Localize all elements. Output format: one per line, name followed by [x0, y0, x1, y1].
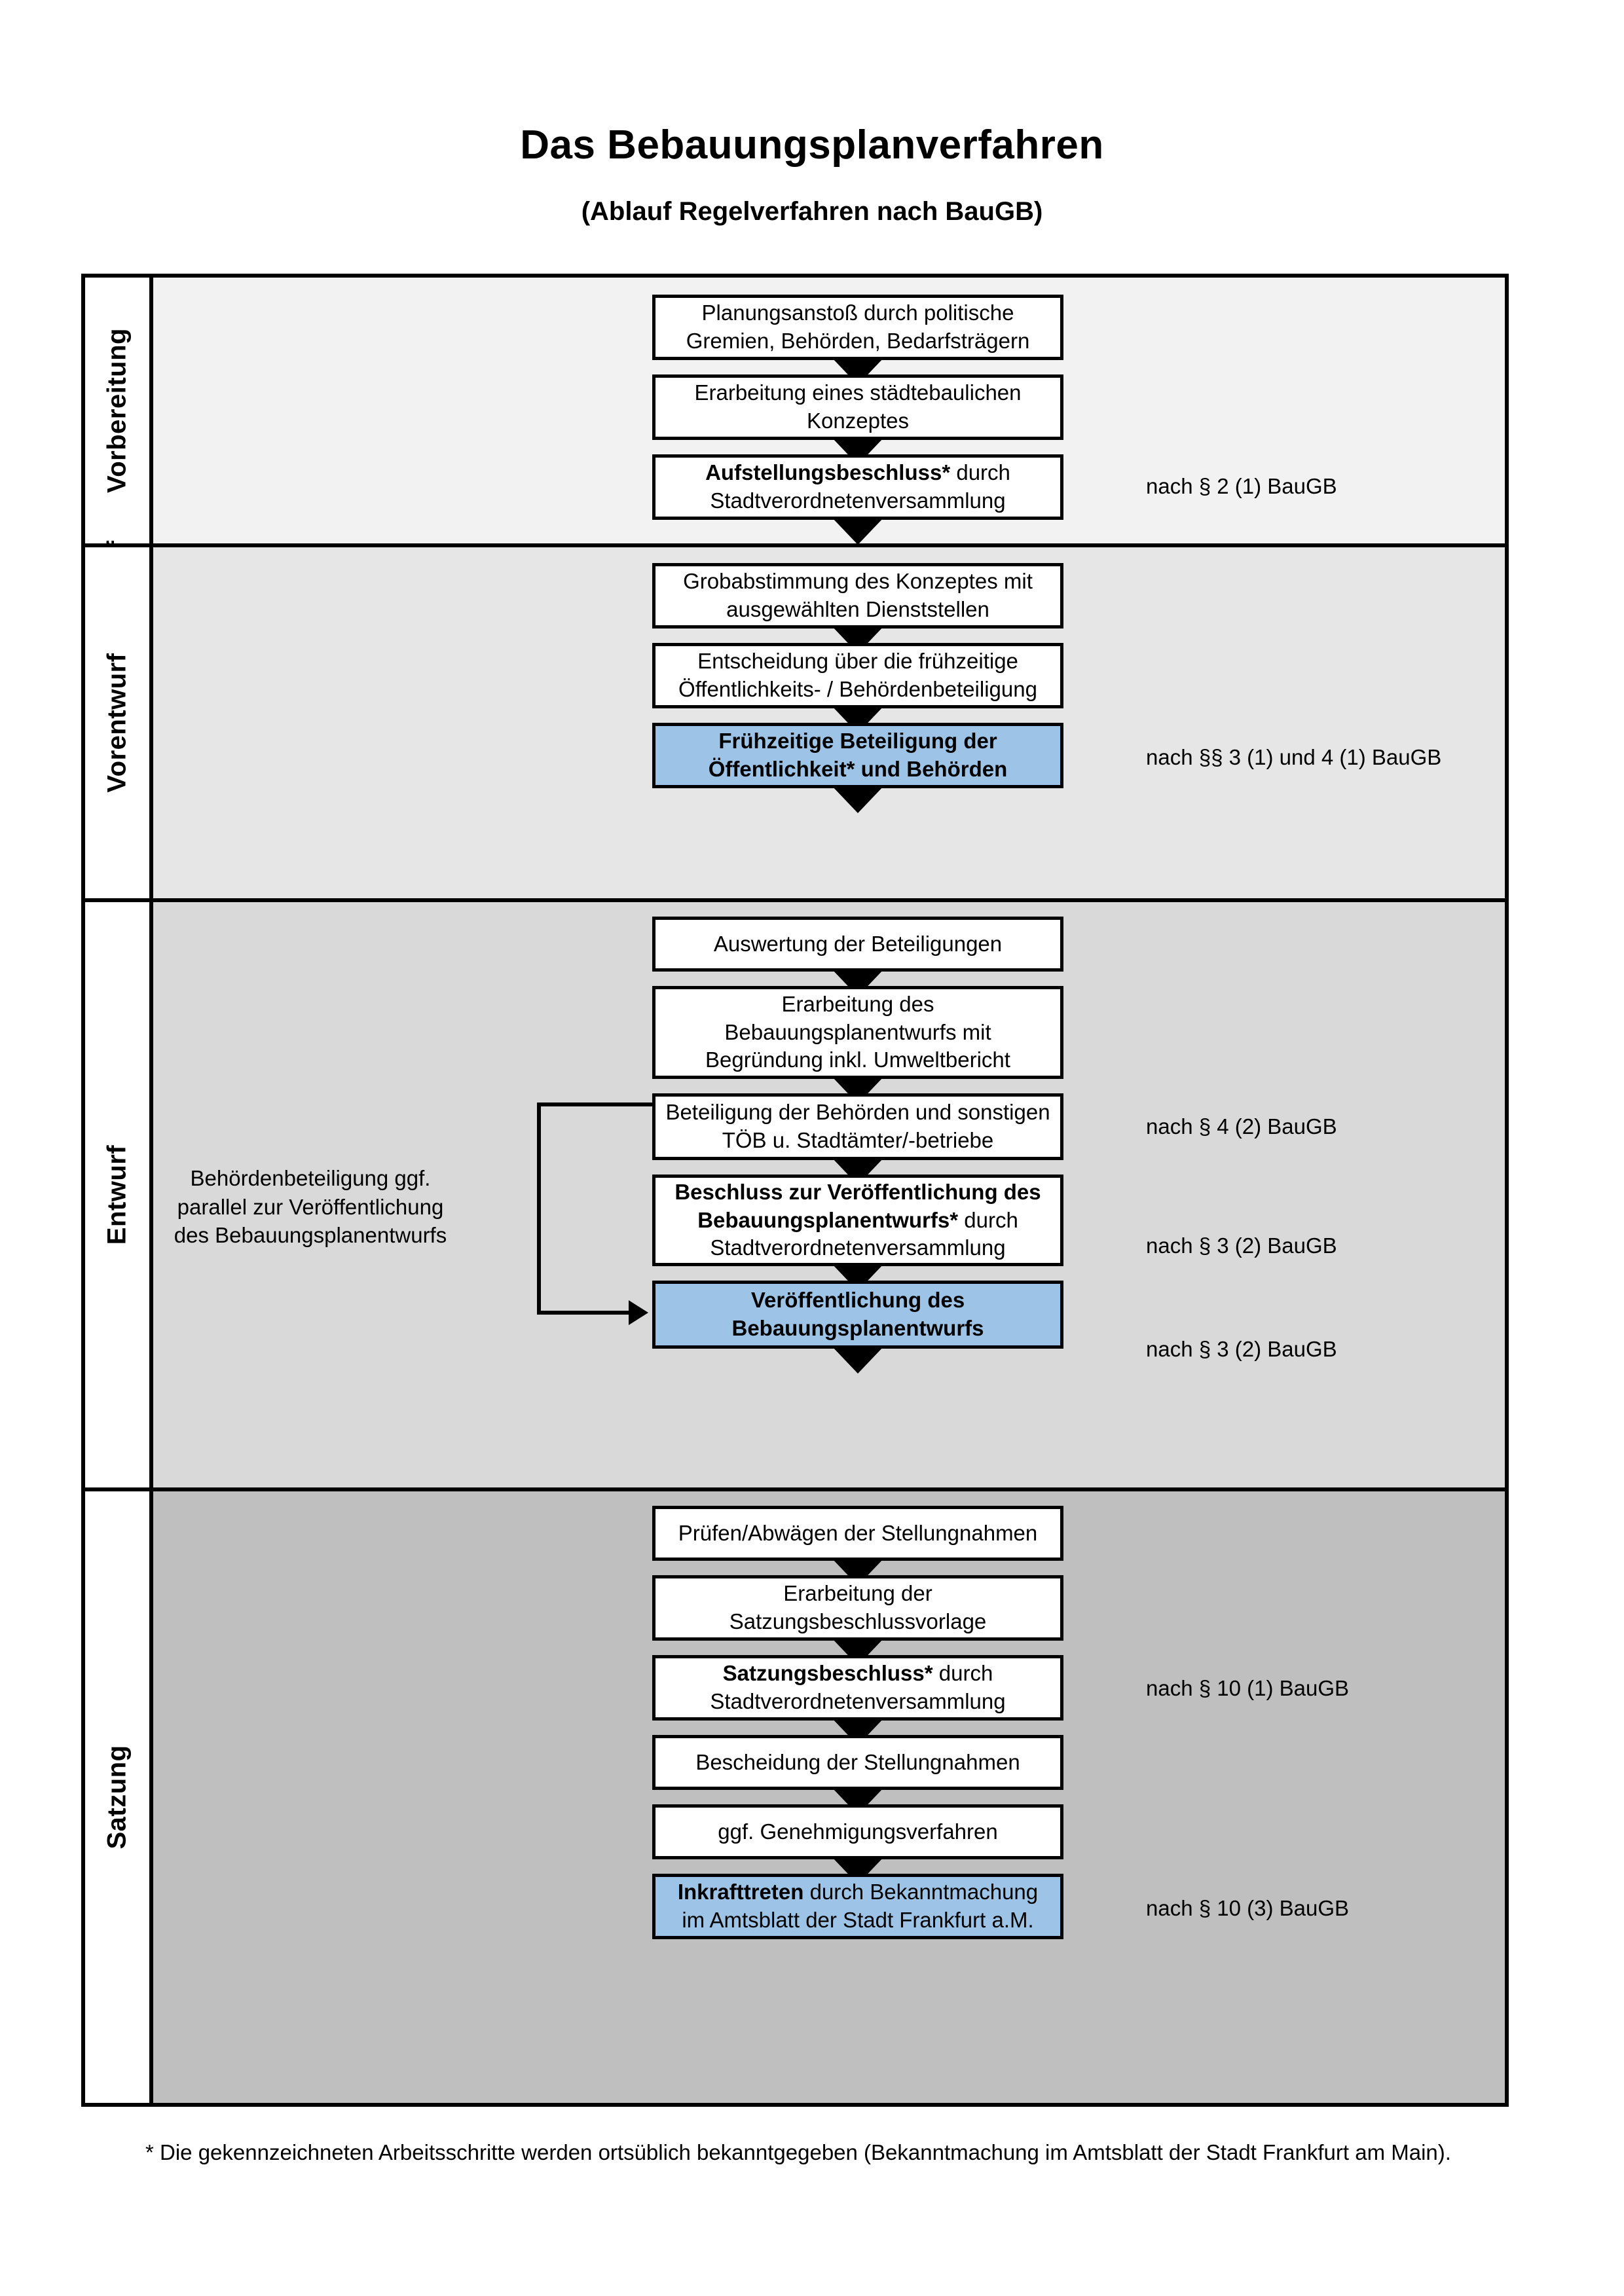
- branch-line-bottom: [537, 1311, 629, 1315]
- step-box[interactable]: Prüfen/Abwägen der Stellungnahmen: [652, 1506, 1063, 1561]
- page-subtitle: (Ablauf Regelverfahren nach BauGB): [581, 197, 1043, 226]
- step-box[interactable]: Erarbeitung der Satzungsbeschlussvorlage: [652, 1575, 1063, 1641]
- legal-reference: nach § 3 (2) BauGB: [1146, 1337, 1337, 1361]
- legal-reference: nach § 10 (3) BauGB: [1146, 1896, 1350, 1920]
- branch-line-top: [537, 1102, 655, 1106]
- phase-label-vorentwurf: Vorentwurf: [102, 653, 132, 793]
- step-box[interactable]: Planungsanstoß durch politische Gremien,…: [652, 295, 1063, 360]
- step-label-rest: durch Stadtverordnetenversammlung: [710, 460, 1010, 513]
- phase-label-cell-vorbereitung: Vorbereitung: [85, 278, 153, 543]
- step-box[interactable]: Erarbeitung eines städtebaulichen Konzep…: [652, 374, 1063, 440]
- legal-reference: nach § 3 (2) BauGB: [1146, 1233, 1337, 1258]
- phase-label-satzung: Satzung: [102, 1745, 132, 1850]
- step-label: Erarbeitung des Bebauungsplanentwurfs mi…: [705, 991, 1010, 1072]
- step-label: Planungsanstoß durch politische Gremien,…: [686, 301, 1030, 353]
- step-box-highlight[interactable]: Inkrafttreten durch Bekanntmachung im Am…: [652, 1874, 1063, 1939]
- step-box[interactable]: Auswertung der Beteiligungen: [652, 917, 1063, 972]
- phase-row-vorentwurf-ext: Vorentwurf Grobabstimmung des Konzeptes …: [85, 547, 1505, 902]
- step-label: Auswertung der Beteiligungen: [713, 931, 1003, 956]
- step-label: Veröffentlichung des Bebauungsplanentwur…: [731, 1288, 984, 1340]
- step-box[interactable]: Erarbeitung des Bebauungsplanentwurfs mi…: [652, 986, 1063, 1079]
- phase-label-entwurf: Entwurf: [102, 1144, 132, 1245]
- step-label: Satzungsbeschluss* durch Stadtverordnete…: [663, 1660, 1052, 1716]
- step-label-bold: Beschluss zur Veröffentlichung des Bebau…: [674, 1179, 1041, 1232]
- phase-label-cell-satzung: Satzung: [85, 1491, 153, 2103]
- step-label: Aufstellungsbeschluss* durch Stadtverord…: [663, 459, 1052, 515]
- page-title: Das Bebauungsplanverfahren: [520, 122, 1104, 168]
- step-box[interactable]: Aufstellungsbeschluss* durch Stadtverord…: [652, 454, 1063, 520]
- phase-label-cell-vorentwurf: Vorentwurf: [85, 547, 153, 898]
- step-box[interactable]: Beschluss zur Veröffentlichung des Bebau…: [652, 1175, 1063, 1266]
- flow-arrow-icon: [832, 517, 884, 545]
- flow-arrow-icon: [832, 1346, 884, 1374]
- step-box[interactable]: Grobabstimmung des Konzeptes mit ausgewä…: [652, 563, 1063, 629]
- step-label-bold: Satzungsbeschluss*: [722, 1661, 933, 1686]
- step-label: Erarbeitung der Satzungsbeschlussvorlage: [729, 1581, 987, 1633]
- phase-label-vorbereitung: Vorbereitung: [102, 328, 132, 493]
- step-box[interactable]: Beteiligung der Behörden und sonstigen T…: [652, 1093, 1063, 1160]
- step-box[interactable]: Bescheidung der Stellungnahmen: [652, 1735, 1063, 1790]
- phase-body-satzung: Prüfen/Abwägen der Stellungnahmen Erarbe…: [153, 1491, 1505, 2103]
- step-box[interactable]: Satzungsbeschluss* durch Stadtverordnete…: [652, 1655, 1063, 1721]
- step-label: Entscheidung über die frühzeitige Öffent…: [678, 649, 1037, 701]
- step-label: Prüfen/Abwägen der Stellungnahmen: [678, 1520, 1038, 1545]
- phase-row-entwurf: Entwurf Auswertung der Beteiligungen Era…: [85, 902, 1505, 1491]
- step-label: Grobabstimmung des Konzeptes mit ausgewä…: [683, 569, 1033, 621]
- phase-body-vorentwurf: Grobabstimmung des Konzeptes mit ausgewä…: [153, 547, 1505, 898]
- phase-row-satzung: Satzung Prüfen/Abwägen der Stellungnahme…: [85, 1491, 1505, 2103]
- phase-row-vorbereitung: Vorbereitung Planungsanstoß durch politi…: [85, 278, 1505, 547]
- step-box-highlight[interactable]: Veröffentlichung des Bebauungsplanentwur…: [652, 1281, 1063, 1349]
- step-label: Beschluss zur Veröffentlichung des Bebau…: [663, 1178, 1052, 1263]
- phase-body-entwurf: Auswertung der Beteiligungen Erarbeitung…: [153, 902, 1505, 1487]
- flowchart-frame: Vorbereitung Planungsanstoß durch politi…: [81, 274, 1509, 2107]
- branch-line-vertical: [537, 1102, 541, 1315]
- step-box[interactable]: ggf. Genehmigungsverfahren: [652, 1804, 1063, 1859]
- legal-reference: nach § 2 (1) BauGB: [1146, 474, 1337, 498]
- legal-reference: nach § 10 (1) BauGB: [1146, 1676, 1350, 1700]
- footnote: * Die gekennzeichneten Arbeitsschritte w…: [145, 2140, 1451, 2164]
- step-label: Erarbeitung eines städtebaulichen Konzep…: [694, 380, 1022, 433]
- document-header: Das Bebauungsplanverfahren (Ablauf Regel…: [0, 0, 1624, 227]
- step-label: ggf. Genehmigungsverfahren: [718, 1819, 998, 1844]
- step-label: Frühzeitige Beteiligung der Öffentlichke…: [708, 729, 1008, 781]
- step-box-highlight[interactable]: Frühzeitige Beteiligung der Öffentlichke…: [652, 723, 1063, 788]
- phase-label-cell-entwurf: Entwurf: [85, 902, 153, 1487]
- legal-reference: nach § 4 (2) BauGB: [1146, 1114, 1337, 1139]
- side-note-behoerdenbeteiligung: Behördenbeteiligung ggf. parallel zur Ve…: [174, 1166, 447, 1248]
- branch-arrow-icon: [629, 1300, 648, 1325]
- step-label-rest: durch Stadtverordnetenversammlung: [710, 1661, 1006, 1713]
- legal-reference: nach §§ 3 (1) und 4 (1) BauGB: [1146, 745, 1442, 769]
- step-label-bold: Aufstellungsbeschluss*: [705, 460, 951, 485]
- step-box[interactable]: Entscheidung über die frühzeitige Öffent…: [652, 643, 1063, 708]
- step-label: Beteiligung der Behörden und sonstigen T…: [665, 1100, 1050, 1152]
- flow-arrow-icon: [832, 786, 884, 813]
- step-label: Bescheidung der Stellungnahmen: [695, 1749, 1020, 1774]
- step-label-rest: durch Bekanntmachung im Amtsblatt der St…: [682, 1880, 1039, 1932]
- step-label-rest: durch Stadtverordnetenversammlung: [710, 1207, 1018, 1260]
- step-label-bold: Inkrafttreten: [677, 1880, 804, 1904]
- phase-body-vorbereitung: Planungsanstoß durch politische Gremien,…: [153, 278, 1505, 545]
- step-label: Inkrafttreten durch Bekanntmachung im Am…: [663, 1878, 1052, 1935]
